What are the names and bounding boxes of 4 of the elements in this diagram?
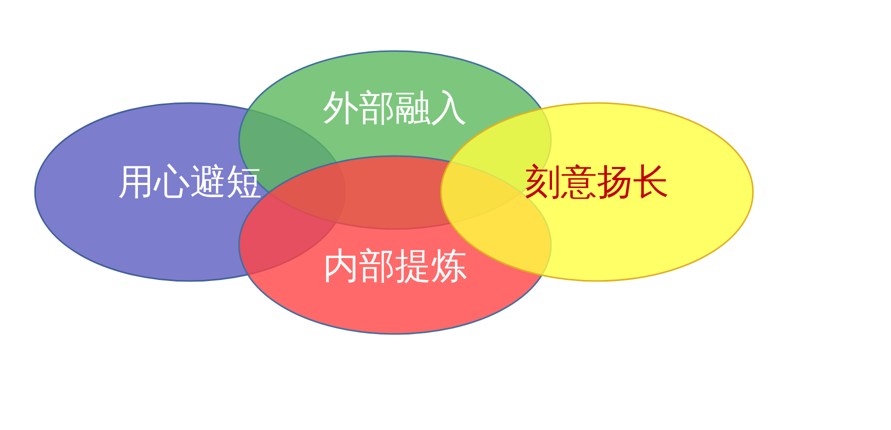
ellipse-label: 内部提炼 (323, 246, 467, 286)
ellipse-label: 刻意扬长 (525, 163, 669, 203)
ellipse-label: 用心避短 (118, 163, 262, 203)
ellipse-label: 外部融入 (323, 90, 467, 130)
